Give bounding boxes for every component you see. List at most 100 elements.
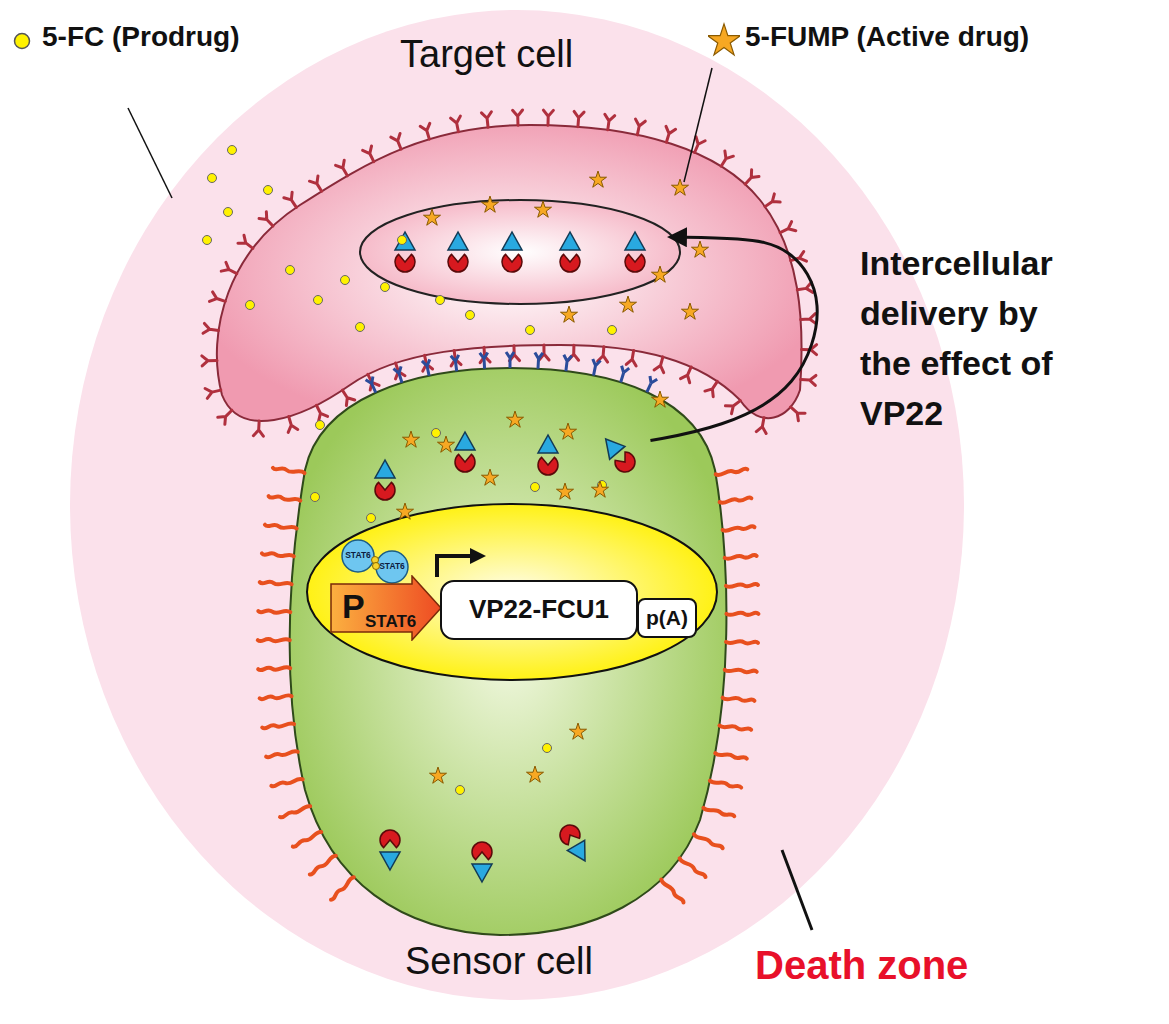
- receptor: [513, 110, 523, 125]
- receptor: [756, 417, 769, 434]
- receptor: [800, 314, 816, 325]
- fcu1-enzyme: [502, 254, 522, 272]
- vp22-triangle: [560, 232, 580, 250]
- phospho-dot: [373, 563, 380, 570]
- receptor: [209, 292, 226, 306]
- binding-receptor: [451, 355, 461, 372]
- receptor: [336, 160, 352, 178]
- receptor: [603, 114, 615, 130]
- prodrug-dot: [456, 786, 465, 795]
- vp22-fcu1-protein: [448, 232, 468, 272]
- prodrug-dot: [224, 208, 233, 217]
- receptor: [681, 365, 696, 383]
- stat6-circle: [342, 540, 374, 572]
- prodrug-dot: [356, 323, 365, 332]
- surface-squiggle: [271, 778, 303, 787]
- receptor: [662, 126, 676, 143]
- surface-squiggle: [726, 613, 758, 615]
- receptor: [762, 194, 780, 211]
- surface-squiggle: [260, 581, 292, 585]
- legend-label: 5-FUMP (Active drug): [745, 20, 1029, 54]
- vp22-triangle: [567, 840, 593, 866]
- binding-receptor: [562, 355, 572, 372]
- prodrug-dot: [203, 236, 212, 245]
- binding-receptor: [506, 352, 514, 368]
- promoter-label: P: [342, 587, 365, 626]
- stat6-circle: [376, 551, 408, 583]
- sensor-cell-membrane: [290, 368, 727, 935]
- active-drug-star: [569, 723, 586, 739]
- prodrug-dot: [246, 301, 255, 310]
- surface-squiggle: [260, 695, 292, 699]
- surface-squiggle: [258, 610, 290, 613]
- binding-receptor: [617, 366, 629, 384]
- target-cell: Target cell: [215, 25, 810, 445]
- surface-squiggle: [262, 552, 294, 557]
- gene-box: VP22-FCU1: [440, 580, 638, 640]
- box-label: p(A): [646, 606, 688, 630]
- vp22-fcu1-protein: [380, 830, 400, 870]
- surface-squiggle: [280, 805, 311, 818]
- vp22-triangle: [448, 232, 468, 250]
- receptor: [800, 375, 816, 386]
- active-drug-star: [423, 209, 440, 225]
- target-nucleus: [360, 200, 680, 304]
- active-drug-star: [526, 766, 543, 782]
- prodrug-dot: [15, 34, 30, 49]
- vp22-fcu1-protein: [598, 433, 639, 476]
- surface-squiggle: [726, 641, 758, 644]
- active-drug-star: [589, 171, 606, 187]
- sensor-cell: PSTAT6VP22-FCU1p(A)Sensor cell: [290, 365, 735, 995]
- fcu1-enzyme: [455, 454, 475, 472]
- receptor: [363, 146, 379, 164]
- vp22-fcu1-protein: [560, 232, 580, 272]
- annotation: Intercellular delivery by the effect of …: [860, 238, 1075, 438]
- vp22-triangle: [502, 232, 522, 250]
- receptor: [632, 119, 645, 136]
- binding-receptor: [366, 376, 380, 394]
- active-drug-star: [402, 431, 419, 447]
- active-drug-star: [671, 179, 688, 195]
- vp22-fcu1-protein: [455, 432, 475, 472]
- legend-sample: [10, 20, 42, 60]
- receptor: [626, 350, 638, 366]
- vp22-triangle: [395, 232, 415, 250]
- surface-squiggle: [265, 524, 297, 530]
- receptor: [787, 403, 805, 420]
- fcu1-enzyme: [472, 842, 492, 860]
- surface-squiggle: [292, 831, 322, 848]
- surface-squiggle: [722, 697, 754, 702]
- fcu1-enzyme: [560, 254, 580, 272]
- surface-squiggle: [258, 639, 290, 641]
- prodrug-dot: [531, 483, 540, 492]
- vp22-triangle: [472, 864, 492, 882]
- receptor: [205, 385, 222, 398]
- active-drug-star: [651, 391, 668, 407]
- transcription-arrow: [437, 556, 478, 577]
- active-drug-star: [481, 196, 498, 212]
- prodrug-dot: [526, 326, 535, 335]
- active-drug-star: [559, 423, 576, 439]
- active-drug-star: [681, 303, 698, 319]
- active-drug-star: [506, 411, 523, 427]
- active-drug-star: [651, 266, 668, 282]
- fcu1-enzyme: [538, 457, 558, 475]
- receptor: [778, 222, 796, 237]
- prodrug-dot: [341, 276, 350, 285]
- binding-receptor: [534, 353, 543, 369]
- prodrug-dot: [316, 421, 325, 430]
- receptor: [309, 176, 325, 194]
- receptor: [543, 110, 553, 125]
- surface-squiggle: [719, 497, 751, 503]
- surface-squiggle: [725, 555, 757, 559]
- fcu1-enzyme: [625, 254, 645, 272]
- surface-squiggle: [262, 723, 294, 729]
- prodrug-dot: [367, 514, 376, 523]
- vp22-fcu1-protein: [625, 232, 645, 272]
- vp22-triangle: [598, 433, 625, 460]
- surface-squiggle: [258, 667, 290, 670]
- fcu1-enzyme: [375, 482, 395, 500]
- receptors: [202, 110, 817, 436]
